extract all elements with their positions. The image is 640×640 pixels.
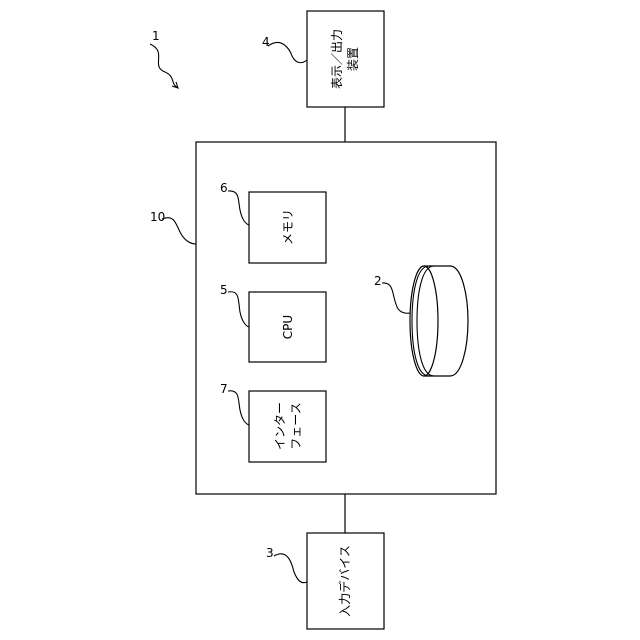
- input-device-label: 入力デバイス: [337, 545, 352, 617]
- ref-display-output: 4: [262, 35, 270, 49]
- input-device-ref-leader: [274, 554, 307, 583]
- storage-disk-icon: [410, 266, 468, 376]
- ref-cpu: 5: [220, 283, 228, 297]
- memory-label: メモリ: [281, 209, 295, 245]
- ref-interface: 7: [220, 382, 228, 396]
- cpu-label: CPU: [281, 315, 295, 339]
- cpu-label-group: CPU: [281, 315, 295, 339]
- ref-computer: 10: [150, 210, 165, 224]
- computer-ref-leader: [162, 218, 196, 244]
- ref-memory: 6: [220, 181, 228, 195]
- storage-disk-top: [410, 266, 438, 376]
- display-output-label-line1: 表示／出力: [330, 29, 344, 89]
- ref-system: 1: [152, 29, 160, 43]
- ref-storage: 2: [374, 274, 382, 288]
- memory-label-group: メモリ: [281, 209, 295, 245]
- input-device-label-group: 入力デバイス: [337, 545, 352, 617]
- interface-label-line1: インター: [273, 402, 287, 450]
- system-ref-arrow-line: [150, 44, 178, 88]
- interface-box: [249, 391, 326, 462]
- display-output-label-line2: 装置: [346, 47, 360, 71]
- ref-input-device: 3: [266, 546, 274, 560]
- display-ref-leader: [268, 43, 307, 63]
- interface-label-line2: フェース: [289, 402, 303, 449]
